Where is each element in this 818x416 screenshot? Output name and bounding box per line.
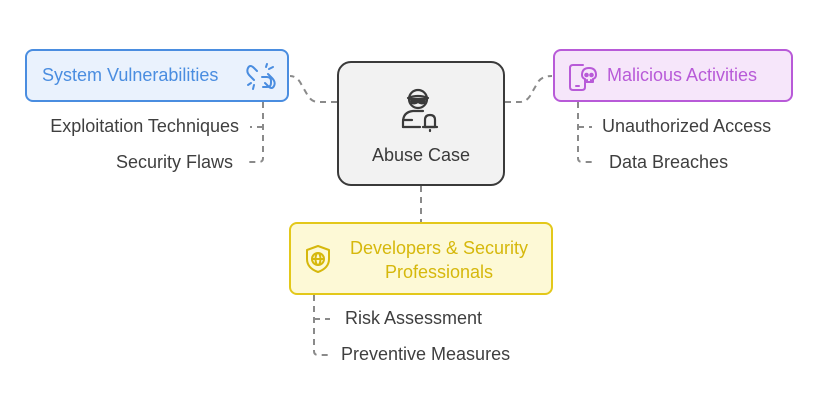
branch-label: Malicious Activities (607, 65, 758, 85)
connector-center-sysvuln (289, 75, 337, 103)
center-label: Abuse Case (371, 145, 471, 165)
sub-item-risk-assessment: Risk Assessment (345, 308, 483, 328)
sub-item-unauthorized-access: Unauthorized Access (602, 116, 772, 136)
connector-sysvuln-children (246, 102, 264, 163)
center-node-abuse-case: Abuse Case (337, 61, 505, 186)
branch-label: Developers & Security Professionals (349, 238, 529, 282)
sub-item-security-flaws: Security Flaws (115, 152, 233, 172)
connector-devs-children (313, 295, 330, 356)
sub-item-exploitation-techniques: Exploitation Techniques (50, 116, 239, 136)
phone-skull-icon (569, 64, 597, 91)
branch-system-vulnerabilities: System Vulnerabilities (25, 49, 289, 102)
hacker-bell-icon (401, 88, 439, 133)
branch-malicious-activities: Malicious Activities (553, 49, 793, 102)
connector-malicious-children (577, 102, 596, 163)
sub-item-data-breaches: Data Breaches (609, 152, 729, 172)
branch-label: System Vulnerabilities (42, 65, 219, 85)
sub-item-preventive-measures: Preventive Measures (341, 344, 511, 364)
branch-developers-security-professionals: Developers & Security Professionals (289, 222, 553, 295)
broken-link-icon (246, 63, 276, 90)
connector-center-malicious (505, 75, 553, 103)
shield-globe-icon (306, 245, 330, 273)
